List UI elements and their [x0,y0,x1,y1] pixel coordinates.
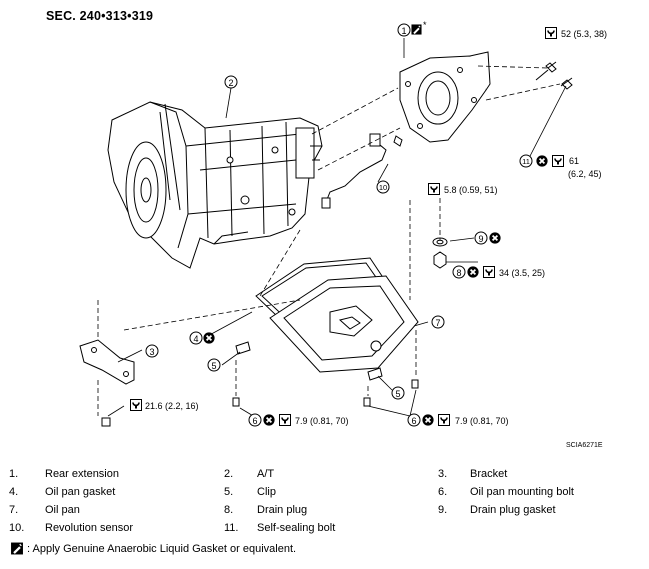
oil-pan [269,275,419,373]
svg-text:5: 5 [211,361,216,371]
callout-5a: 5 [207,358,221,372]
svg-text:52 (5.3, 38): 52 (5.3, 38) [561,29,607,39]
callout-5b: 5 [391,386,405,400]
at-transmission-case [107,101,323,269]
callout-6b: 6 7.9 (0.81, 70) [407,413,509,427]
torque-wrench-icon [483,266,495,278]
torque-wrench-icon [438,414,450,426]
legend-number: 11. [224,522,239,534]
legend-number: 5. [224,486,234,498]
legend-label: Bracket [470,468,508,480]
torque-52-callout: 52 (5.3, 38) [545,27,607,39]
parts-legend: 1. Rear extension 2. A/T 3. Bracket 4. O… [9,468,639,540]
callout-6a: 6 7.9 (0.81, 70) [248,413,349,427]
leader-lines [97,65,561,416]
callout-11: 11 61 (6.2, 45) [519,154,602,179]
torque-58-callout: 5.8 (0.59, 51) [428,183,498,195]
svg-text:7.9 (0.81, 70): 7.9 (0.81, 70) [295,416,349,426]
svg-text:7: 7 [435,318,440,328]
callout-2: 2 [224,75,238,89]
legend-number: 8. [224,504,234,516]
legend-row: 10. Revolution sensor 11. Self-sealing b… [9,522,639,540]
torque-wrench-icon [279,414,291,426]
sealant-note-text: : Apply Genuine Anaerobic Liquid Gasket … [27,542,297,555]
svg-text:2: 2 [228,78,233,88]
callout-9: 9 [474,231,501,245]
svg-text:11: 11 [522,157,530,166]
legend-number: 1. [9,468,19,480]
legend-number: 3. [438,468,448,480]
sealant-note: : Apply Genuine Anaerobic Liquid Gasket … [9,542,296,555]
torque-216-callout: 21.6 (2.2, 16) [130,399,199,411]
svg-text:1: 1 [401,26,406,36]
legend-label: Drain plug gasket [470,504,556,516]
torque-wrench-icon [428,183,440,195]
rear-extension [399,51,491,143]
legend-label: Rear extension [45,468,119,480]
callout-10: 10 [376,180,390,194]
revolution-sensor [321,133,403,209]
torque-61-sub: (6.2, 45) [568,169,602,179]
legend-number: 6. [438,486,448,498]
liquid-gasket-icon [411,24,422,35]
legend-row: 4. Oil pan gasket 5. Clip 6. Oil pan mou… [9,486,639,504]
legend-label: A/T [257,468,275,480]
figure-code: SCIA6271E [566,442,603,449]
legend-label: Revolution sensor [45,522,134,534]
legend-label: Clip [257,486,276,498]
svg-text:9: 9 [478,234,483,244]
legend-row: 7. Oil pan 8. Drain plug 9. Drain plug g… [9,504,639,522]
torque-61: 61 [569,156,579,166]
legend-label: Oil pan [45,504,80,516]
callout-leaders [107,38,567,421]
torque-wrench-icon [545,27,557,39]
oil-pan-bolts [101,379,419,427]
liquid-gasket-icon [10,542,24,555]
svg-text:21.6 (2.2, 16): 21.6 (2.2, 16) [145,401,199,411]
torque-wrench-icon [130,399,142,411]
legend-row: 1. Rear extension 2. A/T 3. Bracket [9,468,639,486]
legend-number: 4. [9,486,19,498]
svg-text:5: 5 [395,389,400,399]
callout-7: 7 [431,315,445,329]
legend-number: 7. [9,504,19,516]
legend-number: 2. [224,468,234,480]
svg-text:3: 3 [149,347,154,357]
svg-text:8: 8 [456,268,461,278]
do-not-reuse-icon [263,414,275,426]
do-not-reuse-icon [489,232,501,244]
svg-text:34 (3.5, 25): 34 (3.5, 25) [499,268,545,278]
legend-label: Drain plug [257,504,308,516]
section-title: SEC. 240•313•319 [46,9,154,23]
exploded-view-diagram: 1 * 2 3 4 5 5 7 9 10 11 61 [79,20,607,427]
do-not-reuse-icon [467,266,479,278]
callout-8: 8 34 (3.5, 25) [452,265,545,279]
extension-bolts [535,61,573,90]
callout-3: 3 [145,344,159,358]
callout-1: 1 * [397,20,427,37]
legend-label: Oil pan gasket [45,486,116,498]
svg-text:5.8 (0.59, 51): 5.8 (0.59, 51) [444,185,498,195]
svg-text:7.9 (0.81, 70): 7.9 (0.81, 70) [455,416,509,426]
legend-label: Oil pan mounting bolt [470,486,574,498]
callout-4: 4 [189,331,215,345]
do-not-reuse-icon [536,155,548,167]
svg-text:10: 10 [379,183,387,192]
torque-wrench-icon [552,155,564,167]
svg-text:4: 4 [193,334,198,344]
svg-text:6: 6 [411,416,416,426]
bracket [79,339,135,385]
do-not-reuse-icon [203,332,215,344]
legend-label: Self-sealing bolt [257,522,336,534]
svg-text:*: * [423,20,427,30]
legend-number: 9. [438,504,448,516]
svg-text:6: 6 [252,416,257,426]
drain-plug [432,237,448,269]
legend-number: 10. [9,522,25,534]
do-not-reuse-icon [422,414,434,426]
